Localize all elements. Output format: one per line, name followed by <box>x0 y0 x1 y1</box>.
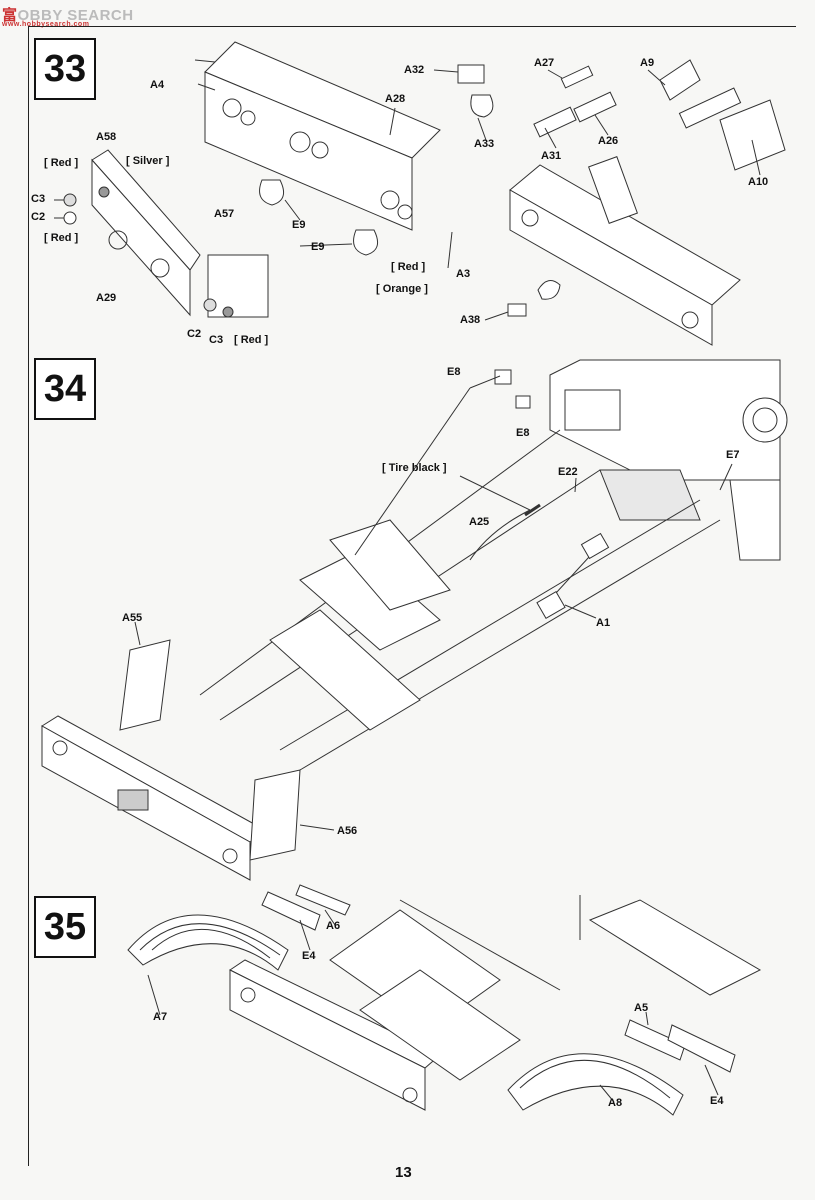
paint-tire-black: [ Tire black ] <box>382 462 447 474</box>
part-label-a4: A4 <box>150 79 165 91</box>
part-label-c2: C2 <box>31 211 46 223</box>
part-label-a27: A27 <box>534 57 555 69</box>
part-label-e4a: E4 <box>302 950 316 962</box>
part-label-a10: A10 <box>748 176 769 188</box>
part-label-a31: A31 <box>541 150 562 162</box>
step34-drawing <box>41 359 788 881</box>
watermark-logo: 富 <box>2 7 18 24</box>
part-label-a57: A57 <box>214 208 235 220</box>
part-label-c3: C3 <box>31 193 46 205</box>
part-label-a29: A29 <box>96 292 117 304</box>
part-label-e9a: E9 <box>292 219 306 231</box>
part-label-e8b: E8 <box>516 427 530 439</box>
step35-drawing <box>127 884 762 1116</box>
step33-drawing <box>54 41 786 346</box>
part-label-a56: A56 <box>337 825 358 837</box>
paint-red-1: [ Red ] <box>44 157 79 169</box>
part-label-a3: A3 <box>456 268 471 280</box>
watermark-text: OBBY SEARCH <box>17 7 134 24</box>
part-label-a33: A33 <box>474 138 495 150</box>
paint-red-4: [ Red ] <box>391 261 426 273</box>
part-label-a38: A38 <box>460 314 481 326</box>
step-number-34: 34 <box>34 358 96 420</box>
part-label-a5: A5 <box>634 1002 649 1014</box>
part-label-a9: A9 <box>640 57 655 69</box>
page-number: 13 <box>395 1164 412 1181</box>
part-label-a6: A6 <box>326 920 341 932</box>
paint-red-3: [ Red ] <box>234 334 269 346</box>
step-number-35: 35 <box>34 896 96 958</box>
part-label-a55: A55 <box>122 612 143 624</box>
part-label-e4b: E4 <box>710 1095 724 1107</box>
paint-orange: [ Orange ] <box>376 283 428 295</box>
part-label-e7: E7 <box>726 449 740 461</box>
part-label-a7: A7 <box>153 1011 168 1023</box>
part-label-c3b: C3 <box>209 334 224 346</box>
part-label-e22: E22 <box>558 466 578 478</box>
paint-silver: [ Silver ] <box>126 155 170 167</box>
hobbysearch-watermark: 富OBBY SEARCH www.hobbysearch.com <box>2 4 134 28</box>
part-label-a32: A32 <box>404 64 425 76</box>
part-label-e8a: E8 <box>447 366 461 378</box>
page-frame <box>28 26 796 1166</box>
part-label-a58: A58 <box>96 131 117 143</box>
part-label-a28: A28 <box>385 93 406 105</box>
paint-red-2: [ Red ] <box>44 232 79 244</box>
watermark-url: www.hobbysearch.com <box>2 21 90 28</box>
part-label-a26: A26 <box>598 135 619 147</box>
part-label-e9b: E9 <box>311 241 325 253</box>
part-label-c2b: C2 <box>187 328 202 340</box>
part-label-a8: A8 <box>608 1097 623 1109</box>
part-label-a25: A25 <box>469 516 490 528</box>
part-label-a1: A1 <box>596 617 611 629</box>
step-number-33: 33 <box>34 38 96 100</box>
